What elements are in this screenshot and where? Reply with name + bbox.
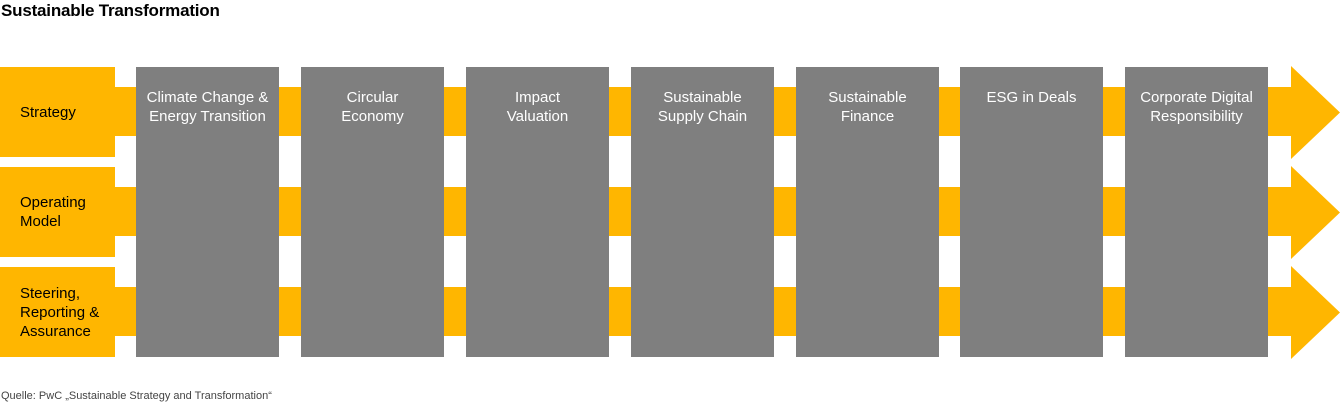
arrow-head-steering (1291, 266, 1340, 359)
row-label-text: Steering, Reporting & Assurance (20, 284, 100, 340)
column-impact-valuation: Impact Valuation (466, 67, 609, 357)
column-label: Sustainable Finance (828, 89, 907, 125)
column-sustainable-finance: Sustainable Finance (796, 67, 939, 357)
row-label-steering: Steering, Reporting & Assurance (0, 267, 115, 357)
row-label-strategy: Strategy (0, 67, 115, 157)
column-label: Sustainable Supply Chain (657, 89, 748, 125)
column-sustainable-supply-chain: Sustainable Supply Chain (631, 67, 774, 357)
column-climate-change: Climate Change & Energy Transition (136, 67, 279, 357)
column-label: ESG in Deals (986, 89, 1077, 106)
column-label: Corporate Digital Responsibility (1140, 89, 1253, 125)
arrow-head-operating-model (1291, 166, 1340, 259)
column-label: Impact Valuation (506, 89, 569, 125)
column-esg-in-deals: ESG in Deals (960, 67, 1103, 357)
arrow-head-strategy (1291, 66, 1340, 159)
column-label: Circular Economy (341, 89, 404, 125)
row-label-operating-model: Operating Model (0, 167, 115, 257)
column-label: Climate Change & Energy Transition (146, 89, 269, 125)
column-circular-economy: Circular Economy (301, 67, 444, 357)
column-corporate-digital-responsibility: Corporate Digital Responsibility (1125, 67, 1268, 357)
source-note: Quelle: PwC „Sustainable Strategy and Tr… (1, 390, 272, 402)
row-label-text: Strategy (20, 103, 76, 121)
diagram-title: Sustainable Transformation (1, 1, 220, 20)
row-label-text: Operating Model (20, 194, 86, 230)
